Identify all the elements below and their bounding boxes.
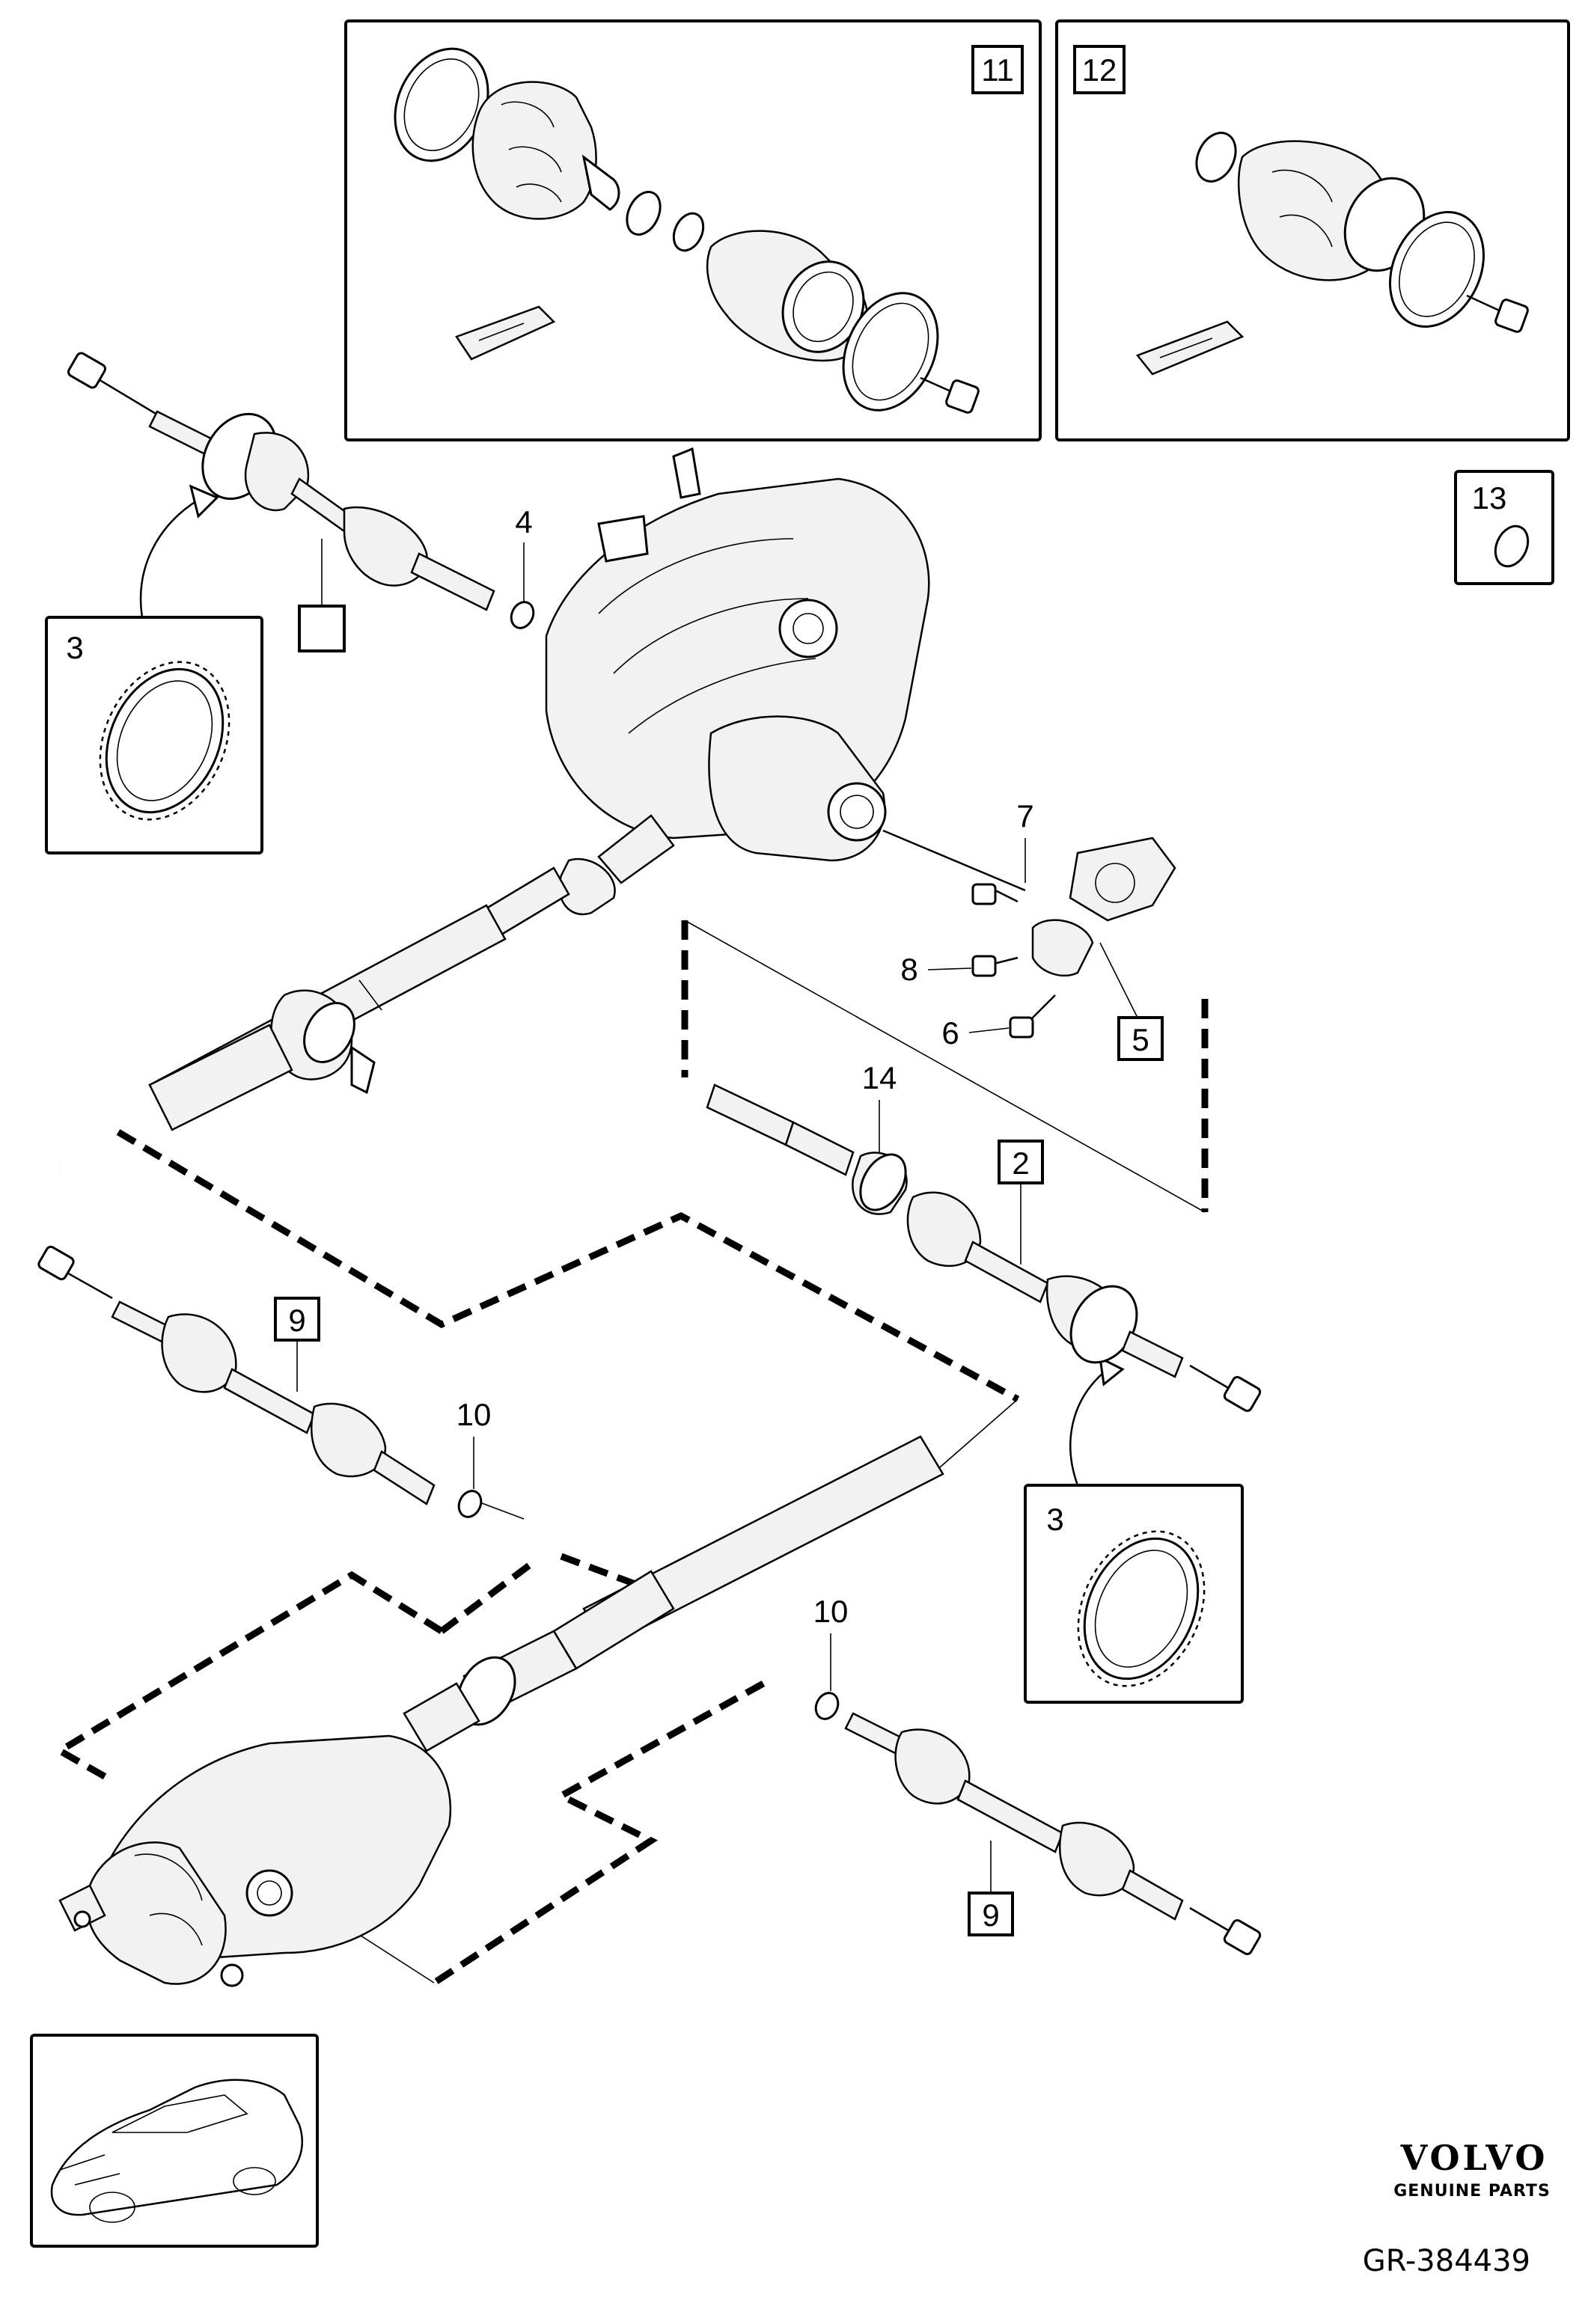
drive-shaft-9-left: 9 10 bbox=[37, 1245, 492, 1518]
drive-shaft-9-right: 10 9 bbox=[813, 1594, 1262, 1956]
kit-13-panel: 13 bbox=[1454, 470, 1554, 585]
callout-3-upper: 3 bbox=[66, 630, 83, 665]
callout-12: 12 bbox=[1073, 45, 1126, 94]
callout-5: 5 bbox=[1132, 1022, 1149, 1057]
callout-10-left: 10 bbox=[456, 1397, 492, 1432]
callout-14: 14 bbox=[862, 1060, 897, 1095]
callout-6: 6 bbox=[941, 1015, 959, 1051]
abs-ring-panel-upper: 3 bbox=[45, 484, 263, 854]
abs-ring-panel-lower: 3 bbox=[1024, 1356, 1244, 1704]
callout-10-right: 10 bbox=[813, 1594, 849, 1629]
brand-name: VOLVO bbox=[1400, 2138, 1548, 2178]
callout-2: 2 bbox=[1012, 1146, 1029, 1181]
callout-11: 11 bbox=[971, 45, 1024, 94]
svg-text:12: 12 bbox=[1082, 52, 1117, 88]
drive-shaft-2: 14 2 bbox=[706, 1060, 1262, 1413]
volvo-logo: VOLVO GENUINE PARTS bbox=[1393, 2138, 1551, 2201]
group-outline-upper bbox=[116, 920, 1209, 1402]
kit-12-panel: 12 bbox=[1055, 19, 1570, 441]
transmission bbox=[545, 447, 1026, 892]
callout-9-left: 9 bbox=[288, 1303, 305, 1338]
callout-3-lower: 3 bbox=[1046, 1502, 1063, 1537]
propeller-shaft-rear bbox=[403, 1435, 944, 1752]
callout-8: 8 bbox=[900, 952, 917, 987]
callout-4-group: 4 bbox=[510, 504, 535, 629]
bearing-bracket: 7 8 6 5 bbox=[900, 798, 1176, 1061]
propeller-shaft-front bbox=[148, 814, 675, 1131]
callout-7: 7 bbox=[1016, 798, 1033, 834]
vehicle-thumbnail bbox=[30, 2034, 319, 2248]
drive-shaft-1: 1 bbox=[67, 352, 495, 652]
rear-differential bbox=[58, 1734, 452, 1987]
callout-13: 13 bbox=[1472, 480, 1507, 516]
kit-11-panel: 11 bbox=[344, 19, 1042, 441]
callout-4: 4 bbox=[515, 504, 532, 539]
svg-text:11: 11 bbox=[981, 52, 1014, 88]
brand-tagline: GENUINE PARTS bbox=[1393, 2182, 1551, 2201]
diagram-code: GR-384439 bbox=[1363, 2244, 1530, 2278]
callout-9-right: 9 bbox=[982, 1898, 999, 1933]
